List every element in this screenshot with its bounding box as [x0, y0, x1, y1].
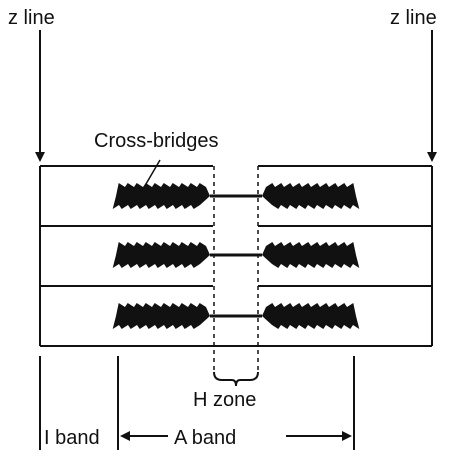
band-markers: [39, 356, 355, 450]
i-band-label: I band: [44, 427, 100, 449]
thick-filament-right-3: [262, 303, 360, 329]
h-zone-brace: [213, 371, 259, 387]
z-line-left-label: z line: [8, 7, 55, 29]
thick-filament-left-3: [112, 303, 210, 329]
thick-filament-right-1: [262, 183, 360, 209]
z-line-right-label: z line: [390, 7, 437, 29]
a-band-label: A band: [174, 427, 237, 449]
h-zone-boundaries: [213, 166, 259, 372]
h-zone-label: H zone: [193, 389, 257, 411]
cross-bridges-leader: [145, 159, 161, 185]
thick-filament-left-2: [112, 242, 210, 268]
filament-rows: [112, 183, 360, 329]
sarcomere-box: [39, 165, 433, 347]
cross-bridges-label: Cross-bridges: [94, 130, 219, 152]
thick-filament-left-1: [112, 183, 210, 209]
thick-filament-right-2: [262, 242, 360, 268]
